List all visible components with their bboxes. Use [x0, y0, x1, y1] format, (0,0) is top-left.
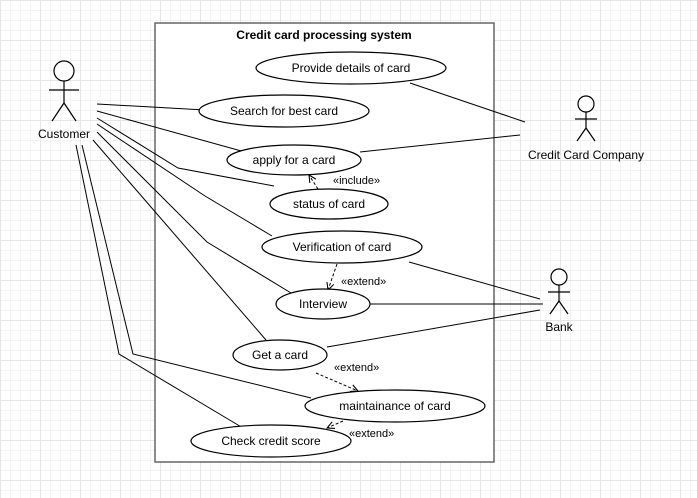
use-case-maintenance[interactable]: maintainance of card: [304, 389, 486, 423]
use-case-apply-card[interactable]: apply for a card: [226, 144, 362, 176]
assoc-customer-interview[interactable]: [96, 131, 297, 297]
bank-associations: [326, 261, 543, 348]
extend-maintenance-credit-score[interactable]: [327, 420, 344, 428]
assoc-customer-search[interactable]: [96, 103, 206, 111]
extend-label-maintenance: «extend»: [334, 362, 379, 374]
use-case-label: Provide details of card: [292, 61, 411, 75]
include-label: «include»: [333, 175, 380, 187]
actor-bank[interactable]: [548, 268, 570, 315]
actor-customer[interactable]: [49, 60, 79, 122]
use-case-get-card[interactable]: Get a card: [232, 339, 328, 371]
actor-customer-label: Customer: [38, 127, 90, 141]
use-case-label: Get a card: [252, 348, 308, 362]
use-case-provide-details[interactable]: Provide details of card: [255, 51, 447, 85]
extend-get-card-maintenance[interactable]: [315, 372, 358, 391]
system-title: Credit card processing system: [236, 28, 411, 42]
assoc-company-provide[interactable]: [409, 82, 526, 123]
use-case-label: Search for best card: [230, 104, 338, 118]
assoc-company-apply[interactable]: [359, 134, 521, 153]
assoc-customer-apply[interactable]: [96, 110, 246, 153]
assoc-bank-get-card[interactable]: [326, 309, 541, 348]
use-case-label: apply for a card: [253, 153, 336, 167]
use-case-label: Interview: [299, 297, 347, 311]
extend-verification-interview[interactable]: [328, 263, 338, 290]
use-case-label: Check credit score: [221, 434, 321, 448]
use-case-label: maintainance of card: [339, 399, 450, 413]
assoc-customer-get-card[interactable]: [92, 139, 267, 341]
use-case-credit-score[interactable]: Check credit score: [190, 424, 352, 458]
assoc-customer-credit-score[interactable]: [75, 144, 244, 429]
actor-bank-label: Bank: [545, 320, 573, 334]
actor-head-icon: [577, 95, 595, 113]
use-case-search-best-card[interactable]: Search for best card: [198, 94, 370, 128]
use-case-label: Verification of card: [293, 240, 392, 254]
dependencies: [309, 175, 358, 428]
actor-credit-card-company[interactable]: [575, 95, 597, 142]
assoc-customer-status[interactable]: [96, 117, 275, 187]
assoc-customer-verification[interactable]: [96, 123, 273, 237]
extend-label-credit-score: «extend»: [349, 428, 394, 440]
use-case-verification[interactable]: Verification of card: [261, 230, 423, 264]
use-case-interview[interactable]: Interview: [275, 288, 371, 320]
use-case-status-of-card[interactable]: status of card: [269, 188, 389, 220]
extend-label-interview: «extend»: [341, 276, 386, 288]
assoc-customer-maintenance[interactable]: [81, 144, 312, 399]
actor-head-icon: [53, 60, 75, 82]
actor-credit-card-company-label: Credit Card Company: [528, 148, 644, 162]
customer-associations: [75, 103, 312, 429]
use-case-label: status of card: [293, 197, 365, 211]
include-status-apply[interactable]: [309, 175, 319, 190]
actor-head-icon: [550, 268, 568, 286]
company-associations: [359, 82, 526, 153]
assoc-bank-verification[interactable]: [408, 261, 541, 300]
